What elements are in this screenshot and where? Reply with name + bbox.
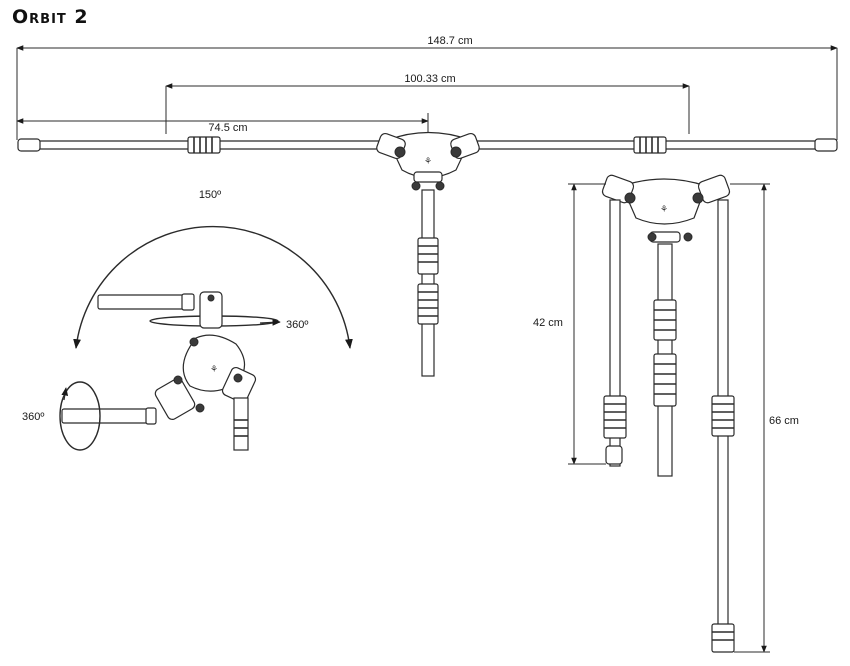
standing-rig: ⚘ xyxy=(533,174,799,653)
long-leg-label: 66 cm xyxy=(769,415,799,427)
long-leg xyxy=(711,199,735,653)
left-arm xyxy=(17,136,383,154)
center-column xyxy=(417,189,439,377)
short-leg xyxy=(603,199,627,467)
extended-rig: ⚘ xyxy=(17,131,838,377)
svg-text:⚘: ⚘ xyxy=(424,156,432,166)
svg-text:⚘: ⚘ xyxy=(660,204,668,214)
dimension-inner-span: 100.33 cm xyxy=(165,73,690,134)
center-hub: ⚘ xyxy=(376,131,480,191)
standing-center-column xyxy=(653,243,677,477)
arm-pan-ring: 360º xyxy=(22,381,157,451)
page-title: Orbit 2 xyxy=(12,6,89,28)
arm-length-label: 74.5 cm xyxy=(208,122,247,134)
dimension-arm-length: 74.5 cm xyxy=(16,113,429,140)
head-pan-ring: 360º xyxy=(149,315,308,331)
dimension-long-leg: 66 cm xyxy=(730,183,799,653)
rotation-view: 150º 360º ⚘ 360º xyxy=(22,189,353,451)
total-span-label: 148.7 cm xyxy=(427,35,472,47)
dimension-total-span: 148.7 cm xyxy=(16,35,838,140)
tilt-angle-label: 150º xyxy=(199,189,221,201)
tilt-arc: 150º xyxy=(73,189,353,349)
dimension-short-leg: 42 cm xyxy=(533,183,606,465)
short-leg-label: 42 cm xyxy=(533,317,563,329)
pan-arm-label: 360º xyxy=(22,411,44,423)
pan-head-label: 360º xyxy=(286,319,308,331)
svg-text:⚘: ⚘ xyxy=(210,364,218,374)
right-arm xyxy=(469,136,838,154)
inner-span-label: 100.33 cm xyxy=(404,73,455,85)
